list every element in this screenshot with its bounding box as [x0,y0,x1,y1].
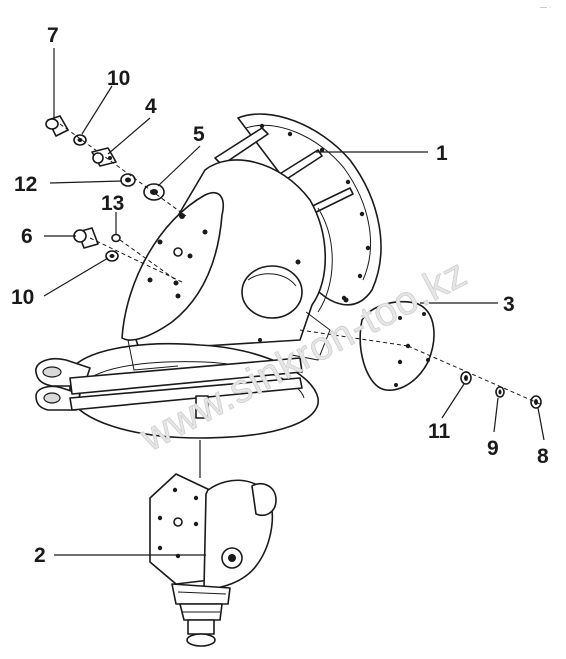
callout-9: 9 [487,437,499,460]
hardware-parts [45,115,542,409]
callout-3: 3 [503,293,515,316]
callout-5: 5 [193,123,205,146]
callout-10-lower: 10 [11,286,34,309]
callout-10-upper: 10 [107,67,130,90]
callout-6: 6 [21,225,33,248]
leader-lines [43,48,545,556]
callout-4: 4 [145,95,157,118]
disc-part-3 [359,300,435,391]
callout-labels: 1 2 3 4 5 6 7 8 9 10 10 11 12 13 [11,24,549,567]
callout-11: 11 [428,420,451,443]
corner-mark: — · [540,4,551,11]
callout-7: 7 [47,24,59,47]
rotator-part-2 [149,440,277,647]
callout-8: 8 [537,445,549,468]
callout-13: 13 [101,192,124,215]
nut-part-13 [111,233,121,243]
assembly-axis-lines [59,123,541,405]
callout-2: 2 [34,544,46,567]
bolt-part-7 [45,115,69,137]
cover-plate [121,191,224,341]
callout-1: 1 [436,142,448,165]
callout-12: 12 [14,173,37,196]
bolt-part-6 [73,227,99,249]
